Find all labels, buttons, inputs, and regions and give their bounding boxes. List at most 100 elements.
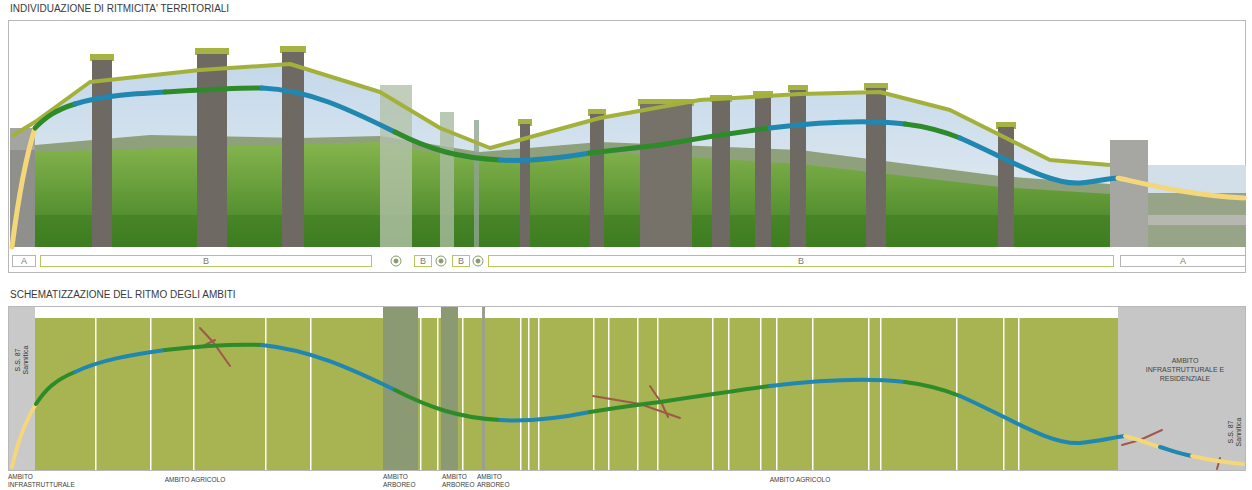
route-line: [1160, 447, 1192, 456]
field-divider: [728, 318, 730, 470]
panel-frame: [9, 21, 1246, 273]
panorama-photo: [1110, 140, 1148, 247]
route-line: [905, 382, 960, 396]
zone-label: AMBITO ARBOREO: [477, 473, 515, 489]
field-divider: [420, 318, 422, 470]
infrastructure-zone: AMBITO INFRASTRUTTURALE E RESIDENZIALE S.…: [1118, 307, 1245, 470]
photo-column: [90, 46, 1016, 247]
strip-box: A: [1120, 255, 1246, 267]
route-line: [1192, 456, 1243, 464]
photo-column: [590, 114, 604, 247]
agricultural-zone: AMBITO AGRICOLO: [485, 318, 1118, 470]
zone-band: [9, 307, 1245, 470]
panorama-photo: [1148, 215, 1246, 225]
marker-circle: [439, 259, 443, 263]
route-line: [500, 153, 590, 161]
tree-band: AMBITO ARBOREO: [441, 307, 458, 470]
route-line: [12, 404, 36, 467]
photo-column: [282, 52, 304, 247]
zone-label: AMBITO ARBOREO: [383, 473, 421, 489]
route-line: [395, 132, 500, 160]
strip-box: B: [40, 255, 372, 267]
strip-letter: A: [1121, 256, 1245, 266]
zone-band: [441, 307, 458, 470]
route-line: [1118, 178, 1244, 198]
page-title: INDIVIDUAZIONE DI RITMICITA' TERRITORIAL…: [10, 3, 229, 15]
route-line: [75, 350, 165, 372]
tree-band: AMBITO ARBOREO: [383, 307, 418, 470]
zone-band: [35, 318, 1118, 470]
route-line: [905, 124, 960, 138]
route-line: [262, 88, 395, 132]
marker-circle: [473, 256, 483, 266]
route-line: [770, 122, 905, 128]
photo-column: [520, 124, 530, 247]
zone-band: [1118, 307, 1245, 470]
field-divider: [776, 318, 778, 470]
field-divider: [637, 318, 639, 470]
panorama-photo: [10, 128, 35, 247]
marker-circle: [391, 256, 401, 266]
strip-letter: B: [41, 256, 371, 266]
hill-line: [12, 64, 1110, 165]
zone-label: AMBITO AGRICOLO: [150, 476, 240, 484]
panorama-photo: [35, 135, 1110, 247]
zone-label: AMBITO INFRASTRUTTURALE E RESIDENZIALE: [1145, 356, 1225, 383]
panorama-photo: [35, 64, 1110, 247]
road-label: S.S. 87 Sannitica: [14, 340, 30, 380]
route-line: [12, 88, 1244, 247]
route-line: [1125, 436, 1160, 447]
field-divider: [95, 318, 1020, 470]
field-divider: [1003, 318, 1005, 470]
field-divider: [528, 318, 530, 470]
hill-line: [12, 64, 1110, 165]
field-divider: [150, 318, 152, 470]
infrastructure-band: S.S. 87 SanniticaAMBITO INFRASTRUTTURALE: [9, 307, 35, 470]
field-divider: [437, 318, 439, 470]
field-divider: [538, 318, 540, 470]
marker-circle: [476, 259, 480, 263]
zone-band: [9, 307, 35, 470]
route-line: [395, 390, 500, 420]
route-line: [12, 345, 1243, 467]
marker-circle: [391, 256, 483, 266]
field-divider: [310, 318, 312, 470]
zone-label: AMBITO ARBOREO: [442, 473, 476, 489]
panel-frame: [9, 307, 1246, 471]
route-line: [660, 386, 770, 402]
photo-column: [280, 46, 306, 53]
strip-box: B: [414, 255, 432, 267]
section-heading: SCHEMATIZZAZIONE DEL RITMO DEGLI AMBITI: [10, 289, 236, 301]
agricultural-zone: AMBITO AGRICOLO: [35, 318, 383, 470]
road-label: S.S. 87 Sannitica: [1227, 412, 1243, 452]
marker-circle: [394, 259, 398, 263]
strip-box: B: [488, 255, 1114, 267]
field-divider: [95, 318, 97, 470]
field-divider: [657, 318, 659, 470]
ditch-line: [200, 328, 1220, 469]
marker-circle: [436, 256, 446, 266]
field-divider: [868, 318, 870, 470]
strip-box: A: [12, 255, 36, 267]
strip-letter: A: [13, 256, 35, 266]
route-line: [12, 128, 35, 247]
strip-letter: B: [489, 256, 1113, 266]
strip-box: B: [452, 255, 470, 267]
route-line: [75, 92, 165, 104]
field-divider: [193, 318, 195, 470]
route-line: [770, 380, 905, 386]
photo-column: [866, 88, 886, 247]
route-line: [590, 145, 660, 153]
field-divider: [608, 318, 610, 470]
route-line: [165, 88, 262, 92]
route-line: [960, 396, 1125, 443]
field-divider: [593, 318, 595, 470]
field-divider: [462, 318, 464, 470]
photo-column: [90, 54, 114, 61]
route-line: [36, 372, 75, 404]
zone-label: AMBITO AGRICOLO: [755, 476, 845, 484]
photo-column: [755, 96, 771, 247]
route-line: [590, 402, 660, 412]
